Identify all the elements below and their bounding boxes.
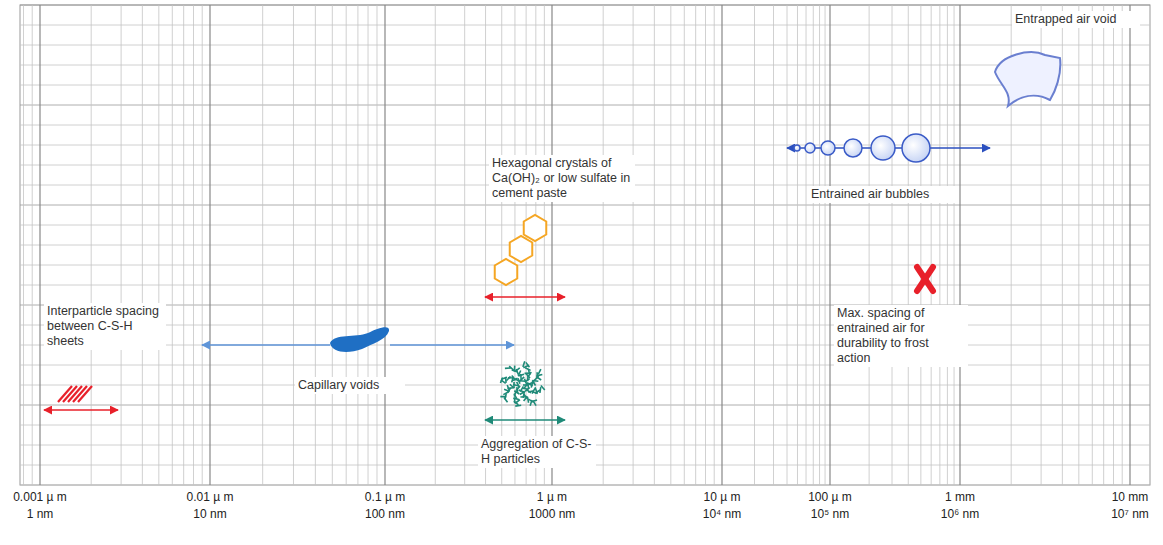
- size-range-arrow: [202, 344, 330, 346]
- size-range-arrow: [485, 419, 565, 421]
- air-void-shape: [995, 52, 1060, 106]
- callout-label: Aggregation of C-S-H particles: [478, 436, 596, 468]
- axis-label: 0.01 µ m: [187, 490, 234, 504]
- callout-label: Max. spacing of entrained air for durabi…: [834, 305, 968, 367]
- capillary-void-shape: [330, 327, 389, 352]
- log-grid: [20, 5, 1150, 485]
- axis-label: 10⁶ nm: [941, 507, 979, 521]
- axis-label: 10⁵ nm: [811, 507, 849, 521]
- axis-label: 100 µ m: [808, 490, 852, 504]
- axis-label: 1 nm: [27, 507, 54, 521]
- callout-label: Capillary voids: [295, 377, 405, 394]
- size-range-arrow: [485, 296, 565, 298]
- axis-label: 10⁴ nm: [703, 507, 742, 521]
- csh-sheets: [58, 386, 92, 402]
- max-spacing-mark: [917, 267, 933, 291]
- hexagonal-crystals: [495, 215, 547, 285]
- size-range-arrow: [44, 409, 118, 411]
- axis-label: 1 mm: [945, 490, 975, 504]
- air-bubbles: [787, 134, 990, 162]
- callout-label: Entrained air bubbles: [808, 186, 956, 203]
- axis-label: 10 nm: [193, 507, 226, 521]
- csh-aggregate: [500, 361, 544, 406]
- axis-label: 0.1 µ m: [365, 490, 405, 504]
- axis-label: 10⁷ nm: [1111, 507, 1149, 521]
- axis-label: 1000 nm: [529, 507, 576, 521]
- callout-label: Interparticle spacing between C-S-H shee…: [44, 303, 166, 350]
- axis-label: 0.001 µ m: [13, 490, 67, 504]
- axis-label: 10 mm: [1112, 490, 1149, 504]
- axis-label: 10 µ m: [704, 490, 741, 504]
- axis-label: 1 µ m: [537, 490, 567, 504]
- axis-label: 100 nm: [365, 507, 405, 521]
- callout-label: Entrapped air void: [1012, 11, 1140, 28]
- size-range-arrow: [390, 344, 514, 346]
- callout-label: Hexagonal crystals of Ca(OH)₂ or low sul…: [489, 155, 635, 202]
